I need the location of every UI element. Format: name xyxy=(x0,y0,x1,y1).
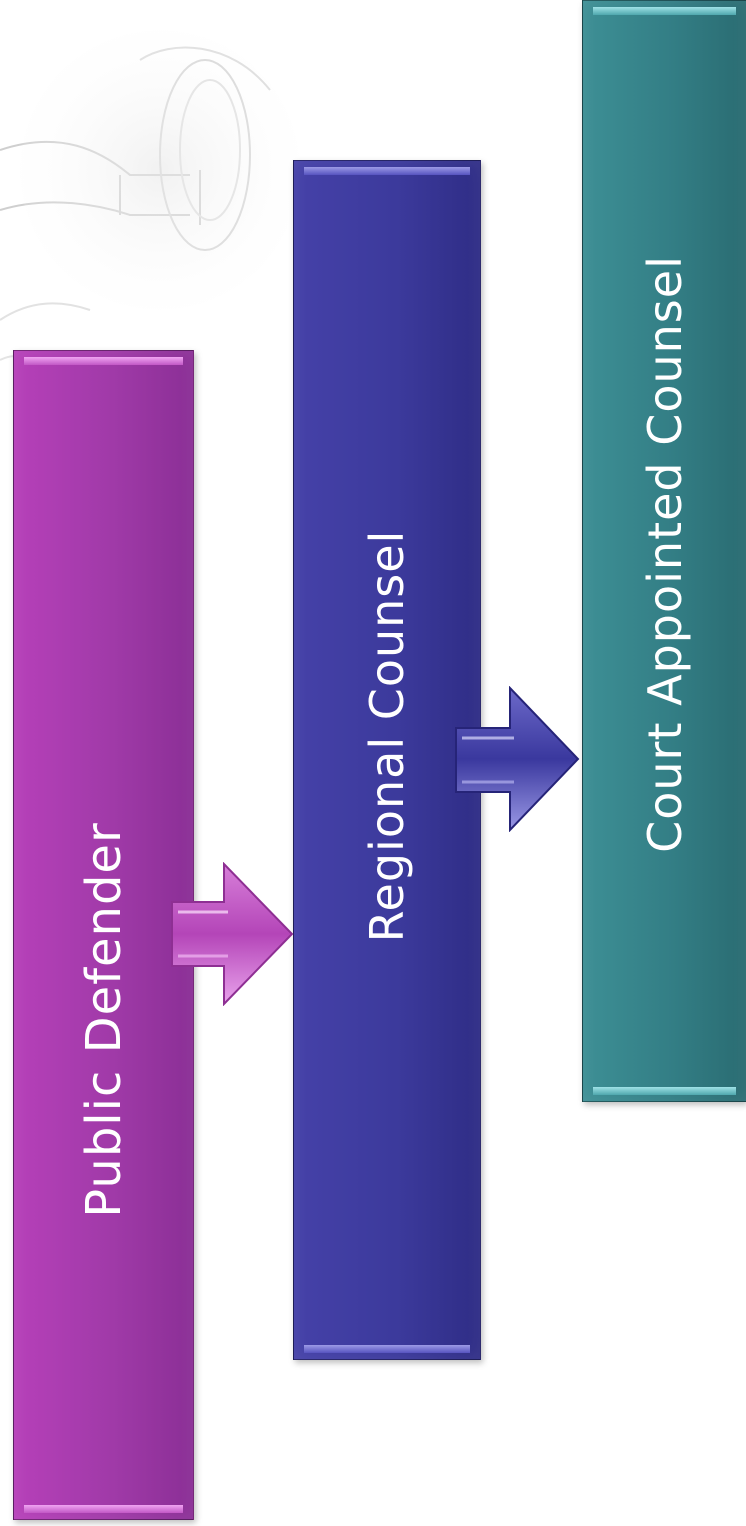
regional-counsel-label: Regional Counsel xyxy=(360,529,414,943)
bevel-bottom-decoration xyxy=(24,1505,183,1513)
scales-of-justice-sketch-icon xyxy=(0,30,300,381)
regional-counsel-box: Regional Counsel xyxy=(293,160,481,1360)
bevel-bottom-decoration xyxy=(593,1087,736,1095)
court-appointed-counsel-label: Court Appointed Counsel xyxy=(637,255,692,853)
arrow-right-icon xyxy=(455,686,580,832)
bevel-top-decoration xyxy=(593,7,736,15)
public-defender-box: Public Defender xyxy=(13,350,194,1520)
bevel-top-decoration xyxy=(24,357,183,365)
public-defender-label: Public Defender xyxy=(75,822,132,1218)
court-appointed-counsel-box: Court Appointed Counsel xyxy=(582,0,746,1102)
arrow-right-icon xyxy=(171,862,294,1006)
bevel-top-decoration xyxy=(304,167,470,175)
bevel-bottom-decoration xyxy=(304,1345,470,1353)
